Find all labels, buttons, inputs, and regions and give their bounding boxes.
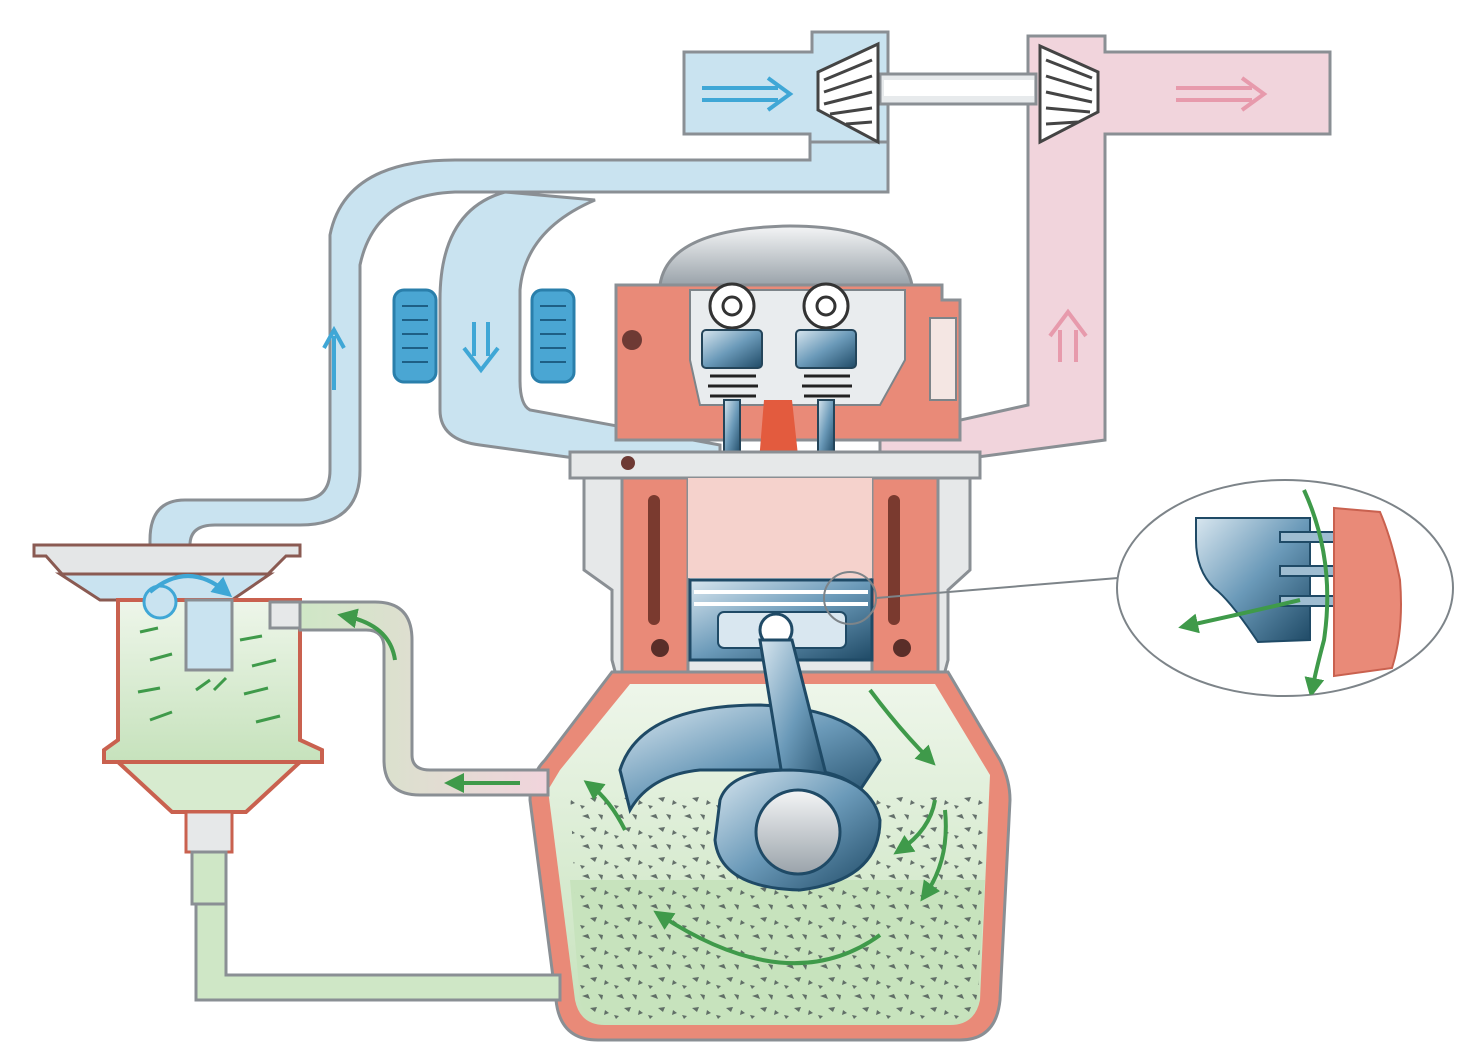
oil-separator: [34, 545, 322, 904]
breather-pipe: [300, 602, 548, 795]
cylinder-head: [616, 226, 960, 474]
curved-arrow-icon: [345, 616, 520, 783]
turbocharger: [818, 44, 1098, 142]
oil-return-pipe: [196, 904, 560, 1000]
crankcase: [530, 640, 1010, 1040]
